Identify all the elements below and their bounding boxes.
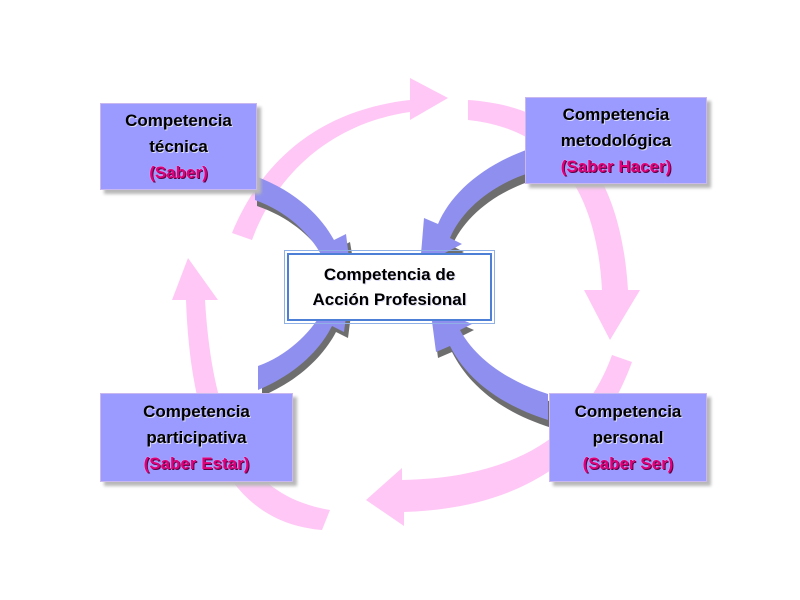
node-metodologica-title: Competencia [562,104,670,124]
node-metodologica-sub: (Saber Hacer) [560,156,672,176]
cycle-arrow-icon [366,355,632,526]
node-tecnica-sub: (Saber) [149,162,208,182]
node-participativa-title: Competencia [143,401,250,421]
node-metodologica-name: metodológica [560,130,672,150]
node-metodologica: Competencia metodológica (Saber Hacer) [525,97,707,184]
node-participativa-sub: (Saber Estar) [143,453,250,473]
node-personal-title: Competencia [574,401,682,421]
node-personal-name: personal [592,427,664,447]
center-node-line1: Competencia de [323,265,456,284]
center-node-line2: Acción Profesional [312,290,467,309]
converging-arrow-icon [420,150,526,266]
center-node: Competencia de Acción Profesional [284,250,495,324]
node-participativa-name: participativa [146,427,247,447]
converging-arrow-icon [430,306,548,420]
node-tecnica-name: técnica [149,136,208,156]
converging-arrow-tr [420,150,528,272]
node-tecnica: Competencia técnica (Saber) [100,103,257,190]
node-personal-sub: (Saber Ser) [582,453,674,473]
converging-arrow-br [430,306,552,428]
node-participativa: Competencia participativa (Saber Estar) [100,393,293,482]
node-tecnica-title: Competencia [125,110,232,130]
node-personal: Competencia personal (Saber Ser) [549,393,707,482]
cycle-arrow-icon [232,78,448,240]
